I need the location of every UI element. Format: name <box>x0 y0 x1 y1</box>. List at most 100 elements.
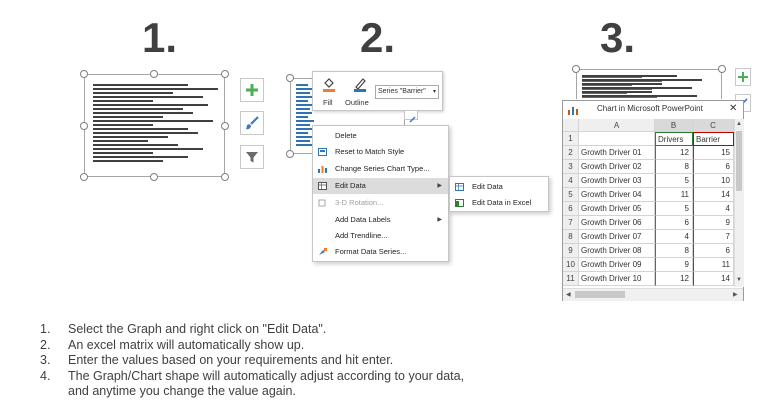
chart-bar <box>296 112 312 114</box>
selection-handle[interactable] <box>221 122 229 130</box>
cell-b[interactable]: 5 <box>655 174 693 188</box>
filter-icon <box>246 152 258 163</box>
menu-item-add-data-labels[interactable]: Add Data Labels ▶ <box>313 212 448 228</box>
chart-bar <box>296 140 310 142</box>
menu-item-change-series-chart-type[interactable]: Change Series Chart Type... <box>313 161 448 177</box>
cell-a[interactable]: Growth Driver 01 <box>579 146 655 160</box>
cell-a[interactable]: Growth Driver 06 <box>579 216 655 230</box>
menu-item-reset-to-match-style[interactable]: Reset to Match Style <box>313 144 448 160</box>
cell-a[interactable]: Growth Driver 05 <box>579 202 655 216</box>
cell-c[interactable]: 9 <box>693 216 734 230</box>
scrollbar-thumb-h[interactable] <box>575 291 625 298</box>
cell-a[interactable] <box>579 132 655 146</box>
menu-item-delete[interactable]: Delete <box>313 128 448 144</box>
column-header-c[interactable]: C <box>693 119 734 132</box>
chart-styles-button-2[interactable] <box>404 110 418 123</box>
submenu-item-edit-data-in-excel[interactable]: Edit Data in Excel <box>450 195 548 211</box>
chart-bar <box>93 88 218 90</box>
cell-b[interactable]: 6 <box>655 216 693 230</box>
row-header[interactable]: 2 <box>563 146 579 160</box>
series-select[interactable]: Series "Barrier" ▾ <box>375 85 439 99</box>
cell-b[interactable]: 4 <box>655 230 693 244</box>
cell-c[interactable]: 15 <box>693 146 734 160</box>
fill-button[interactable]: Fill <box>317 74 341 110</box>
chart-app-icon <box>568 107 578 115</box>
cell-b[interactable]: 9 <box>655 258 693 272</box>
selection-handle[interactable] <box>80 70 88 78</box>
cell-a[interactable]: Growth Driver 09 <box>579 258 655 272</box>
cell-a[interactable]: Growth Driver 08 <box>579 244 655 258</box>
row-header[interactable]: 4 <box>563 174 579 188</box>
selection-handle[interactable] <box>572 65 580 73</box>
cell-b[interactable]: 11 <box>655 188 693 202</box>
scrollbar-thumb[interactable] <box>736 131 742 191</box>
row-header[interactable]: 10 <box>563 258 579 272</box>
cell-a[interactable]: Growth Driver 10 <box>579 272 655 286</box>
cell-a[interactable]: Growth Driver 03 <box>579 174 655 188</box>
instruction-text: Enter the values based on your requireme… <box>68 353 394 367</box>
scroll-right-icon[interactable]: ▶ <box>733 292 738 298</box>
header-cell-drivers[interactable]: Drivers <box>655 132 693 146</box>
chart-filters-button[interactable] <box>240 145 264 169</box>
cell-c[interactable]: 4 <box>693 202 734 216</box>
scroll-up-icon[interactable]: ▲ <box>736 121 742 127</box>
cell-b[interactable]: 5 <box>655 202 693 216</box>
cell-b[interactable]: 8 <box>655 160 693 174</box>
selection-handle[interactable] <box>80 173 88 181</box>
selection-handle[interactable] <box>150 70 158 78</box>
menu-item-edit-data[interactable]: Edit Data ▶ <box>313 178 448 194</box>
selection-handle[interactable] <box>718 65 726 73</box>
scroll-down-icon[interactable]: ▼ <box>736 277 742 283</box>
column-header-a[interactable]: A <box>579 119 655 132</box>
vertical-scrollbar[interactable]: ▲ ▼ <box>734 119 744 287</box>
selection-handle[interactable] <box>286 150 294 158</box>
cell-c[interactable]: 6 <box>693 160 734 174</box>
cell-c[interactable]: 6 <box>693 244 734 258</box>
row-header[interactable]: 1 <box>563 132 579 146</box>
selection-handle[interactable] <box>150 173 158 181</box>
chart-elements-button-3[interactable] <box>735 68 751 86</box>
select-all-corner[interactable] <box>563 119 579 132</box>
cell-a[interactable]: Growth Driver 07 <box>579 230 655 244</box>
cell-c[interactable]: 10 <box>693 174 734 188</box>
menu-item-format-data-series[interactable]: Format Data Series... <box>313 244 448 260</box>
horizontal-scrollbar[interactable]: ◀ ▶ <box>563 288 743 301</box>
selection-handle[interactable] <box>221 173 229 181</box>
menu-item-add-trendline[interactable]: Add Trendline... <box>313 228 448 244</box>
chart-bar <box>296 104 316 106</box>
chart-elements-button[interactable] <box>240 78 264 102</box>
cell-c[interactable]: 14 <box>693 188 734 202</box>
selection-handle[interactable] <box>286 74 294 82</box>
selection-handle[interactable] <box>80 122 88 130</box>
cell-b[interactable]: 12 <box>655 272 693 286</box>
submenu-item-edit-data[interactable]: Edit Data <box>450 179 548 195</box>
instruction-number: 4. <box>40 368 51 383</box>
cell-c[interactable]: 11 <box>693 258 734 272</box>
header-cell-barrier[interactable]: Barrier <box>693 132 734 146</box>
chart-bar <box>296 100 308 102</box>
row-header[interactable]: 3 <box>563 160 579 174</box>
menu-item-label: 3-D Rotation... <box>335 198 384 207</box>
cell-b[interactable]: 12 <box>655 146 693 160</box>
cell-a[interactable]: Growth Driver 02 <box>579 160 655 174</box>
row-header[interactable]: 8 <box>563 230 579 244</box>
scroll-left-icon[interactable]: ◀ <box>566 292 571 298</box>
series-select-value: Series "Barrier" <box>378 88 426 95</box>
row-header[interactable]: 5 <box>563 188 579 202</box>
outline-button[interactable]: Outline <box>345 74 375 110</box>
chart-styles-button[interactable] <box>240 111 264 135</box>
row-header[interactable]: 6 <box>563 202 579 216</box>
row-header[interactable]: 11 <box>563 272 579 286</box>
cell-c[interactable]: 7 <box>693 230 734 244</box>
instruction-item: 2.An excel matrix will automatically sho… <box>40 338 304 352</box>
selection-handle[interactable] <box>221 70 229 78</box>
column-header-b[interactable]: B <box>655 119 693 132</box>
row-header[interactable]: 9 <box>563 244 579 258</box>
cell-b[interactable]: 8 <box>655 244 693 258</box>
chart-bar <box>582 85 632 86</box>
cell-a[interactable]: Growth Driver 04 <box>579 188 655 202</box>
cell-c[interactable]: 14 <box>693 272 734 286</box>
close-icon[interactable]: ✕ <box>729 103 738 114</box>
row-header[interactable]: 7 <box>563 216 579 230</box>
step-number-1: 1. <box>142 14 178 61</box>
